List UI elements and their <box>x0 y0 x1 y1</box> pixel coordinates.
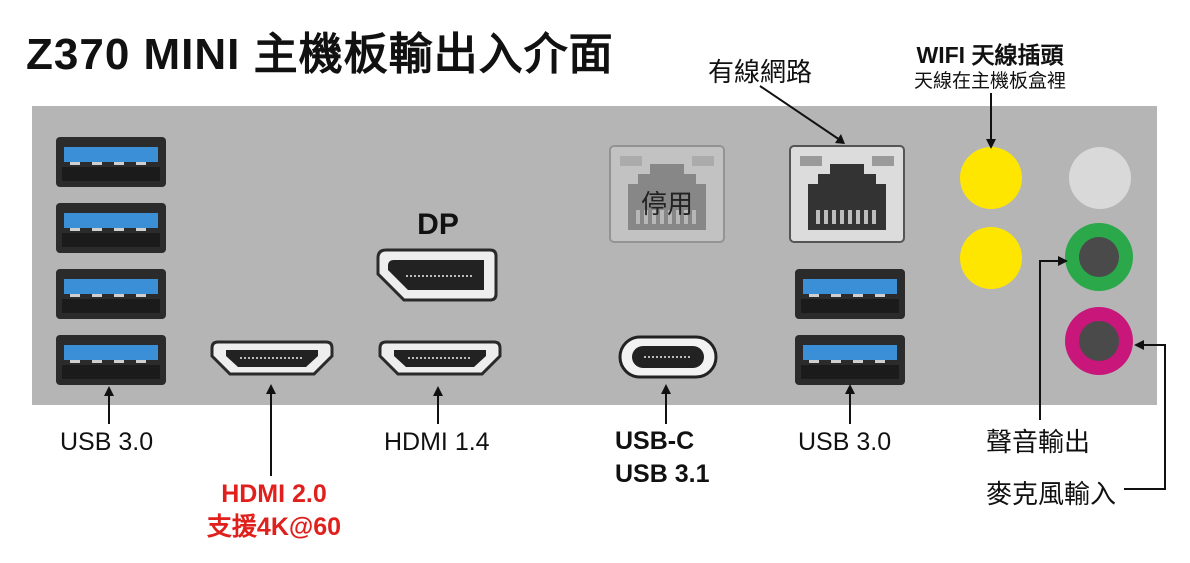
label-wifi-antenna: WIFI 天線插頭 <box>916 42 1064 68</box>
displayport-port <box>376 248 498 302</box>
mic-in-jack <box>1065 307 1133 375</box>
callout-lines <box>108 85 1166 490</box>
label-hdmi-2-0: HDMI 2.0 支援4K@60 <box>207 478 341 544</box>
label-lan-disabled: 停用 <box>640 189 694 219</box>
usb-c-port <box>618 335 718 379</box>
usb3-port-left-2 <box>56 203 166 253</box>
hdmi-2-0-port <box>210 340 334 376</box>
label-displayport: DP <box>417 208 459 241</box>
usb3-port-left-4 <box>56 335 166 385</box>
label-audio-out: 聲音輸出 <box>986 427 1091 457</box>
label-usb3-right: USB 3.0 <box>798 428 892 456</box>
hdmi-1-4-port <box>378 340 502 376</box>
label-ethernet: 有線網路 <box>708 57 813 87</box>
label-wifi-antenna-note: 天線在主機板盒裡 <box>913 71 1067 92</box>
usb3-port-right-1 <box>795 269 905 319</box>
label-hdmi-1-4: HDMI 1.4 <box>384 428 490 456</box>
wifi-antenna-connector-2 <box>960 227 1022 289</box>
usb3-port-left-1 <box>56 137 166 187</box>
label-usb-c-line2: USB 3.1 <box>615 460 710 488</box>
label-hdmi-2-0-line2: 支援4K@60 <box>206 513 342 541</box>
wifi-antenna-connector-1 <box>960 147 1022 209</box>
label-hdmi-2-0-line1: HDMI 2.0 <box>221 480 327 508</box>
audio-out-jack <box>1065 223 1133 291</box>
label-usb-c: USB-C USB 3.1 <box>615 425 709 491</box>
label-usb-c-line1: USB-C <box>615 427 695 455</box>
page-title: Z370 MINI 主機板輸出入介面 <box>26 30 614 79</box>
audio-jack-blank <box>1069 147 1131 209</box>
label-mic-in: 麥克風輸入 <box>986 479 1117 509</box>
usb3-port-left-3 <box>56 269 166 319</box>
callout-arrowheads <box>104 134 1144 396</box>
label-usb3-left: USB 3.0 <box>60 428 154 456</box>
usb3-port-right-2 <box>795 335 905 385</box>
ethernet-port <box>789 145 905 243</box>
